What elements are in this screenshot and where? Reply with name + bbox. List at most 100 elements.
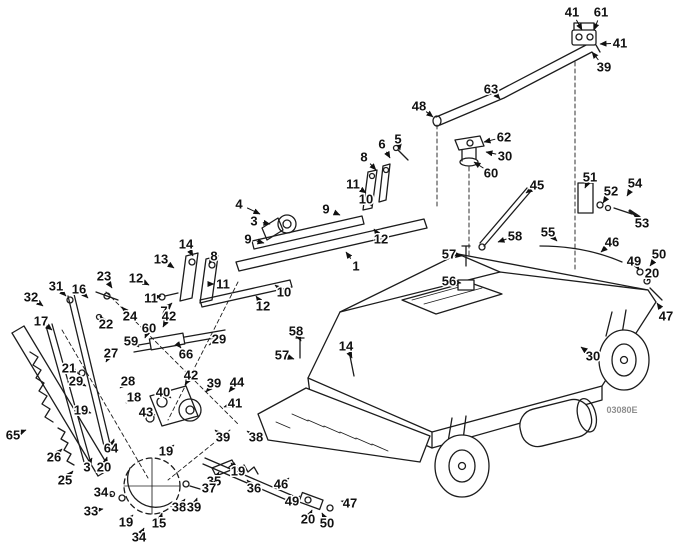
callout-55: 55: [541, 225, 555, 240]
callout-leader-8: [369, 163, 377, 171]
callout-leader-51: [584, 180, 591, 189]
callout-57: 57: [442, 247, 456, 262]
callout-19: 19: [231, 464, 245, 479]
right-hardware-shape: [539, 245, 663, 301]
callout-leader-9: [256, 238, 265, 245]
callout-12: 12: [256, 299, 270, 314]
callout-50: 50: [652, 247, 666, 262]
callout-8: 8: [210, 249, 217, 264]
callout-47: 47: [343, 496, 357, 511]
callout-leader-21: [71, 368, 80, 375]
callout-19: 19: [74, 403, 88, 418]
callout-17: 17: [34, 314, 48, 329]
callout-3: 3: [250, 214, 257, 229]
callout-leader-52: [602, 195, 610, 204]
callout-leader-56: [454, 278, 462, 285]
callout-52: 52: [604, 184, 618, 199]
callout-58: 58: [289, 324, 303, 339]
callout-63: 63: [484, 82, 498, 97]
callout-57: 57: [275, 348, 289, 363]
callout-leader-19: [167, 444, 175, 452]
callout-leader-60: [144, 330, 151, 339]
alignment-lines: [436, 61, 576, 281]
callout-48: 48: [412, 99, 426, 114]
callout-leader-17: [45, 323, 53, 331]
callout-42: 42: [162, 309, 176, 324]
callout-34: 34: [94, 485, 109, 500]
callout-leader-30: [485, 150, 497, 157]
callout-29: 29: [212, 332, 226, 347]
callout-39: 39: [207, 376, 221, 391]
callout-leader-19: [126, 514, 134, 522]
callout-46: 46: [605, 235, 619, 250]
callout-leader-22: [99, 315, 107, 323]
callout-leader-45: [525, 186, 534, 194]
callout-leader-24: [121, 306, 129, 314]
callout-leader-60: [473, 161, 484, 169]
callout-leader-57: [455, 252, 463, 258]
callout-11: 11: [216, 277, 230, 292]
callout-leader-33: [96, 507, 104, 514]
callout-7: 7: [160, 304, 167, 319]
bottom-rod-shape: [182, 457, 334, 512]
callout-13: 13: [154, 252, 168, 267]
callout-leader-65: [18, 429, 27, 436]
callout-60: 60: [142, 321, 156, 336]
callout-14: 14: [179, 237, 194, 252]
callout-leader-34: [138, 527, 145, 536]
callout-44: 44: [230, 375, 245, 390]
callout-leader-11: [358, 186, 367, 194]
callout-47: 47: [659, 309, 673, 324]
callout-58: 58: [508, 229, 522, 244]
callout-leader-44: [228, 385, 236, 393]
callout-41: 41: [228, 396, 242, 411]
callout-36: 36: [247, 481, 261, 496]
callout-leader-12: [255, 295, 263, 304]
callout-9: 9: [244, 232, 251, 247]
diagram-code: 03080E: [606, 405, 637, 415]
callout-leader-10: [274, 284, 282, 292]
callout-leader-39: [591, 51, 599, 61]
callout-leader-19: [230, 462, 238, 470]
callout-61: 61: [594, 5, 608, 20]
callout-leader-58: [295, 333, 302, 342]
callout-leader-26: [55, 448, 63, 456]
callout-16: 16: [72, 282, 86, 297]
callout-leader-27: [105, 354, 112, 363]
callout-leader-28: [119, 381, 127, 389]
callout-leader-12: [141, 279, 150, 286]
callout-leader-23: [105, 280, 113, 289]
callout-leader-12: [373, 228, 381, 237]
handle-top-bracket-shape: [571, 22, 601, 53]
callout-39: 39: [597, 60, 611, 75]
callout-leader-53: [633, 214, 641, 222]
callout-39: 39: [187, 500, 201, 515]
callout-1: 1: [352, 259, 359, 274]
callout-42: 42: [184, 368, 198, 383]
callout-38: 38: [172, 500, 186, 515]
callout-54: 54: [628, 176, 643, 191]
callout-20: 20: [301, 512, 315, 527]
sector-plate-shape: [108, 457, 181, 515]
callout-64: 64: [104, 441, 119, 456]
mid-clevis-shape: [454, 135, 485, 167]
callout-leader-50: [321, 512, 328, 521]
callout-21: 21: [62, 361, 76, 376]
callout-leader-47: [656, 302, 664, 311]
callout-leader-6: [384, 150, 391, 159]
callout-24: 24: [123, 309, 138, 324]
callout-leader-25: [66, 470, 74, 478]
callout-leader-57: [286, 354, 295, 360]
callout-45: 45: [530, 178, 544, 193]
callout-leader-32: [36, 299, 44, 307]
lift-rod-shape: [478, 187, 532, 251]
callout-20: 20: [97, 460, 111, 475]
callout-leader-66: [174, 341, 182, 349]
callout-leader-14: [346, 350, 353, 359]
callout-leader-54: [626, 188, 633, 197]
callout-leader-38: [178, 498, 186, 506]
callout-leader-49: [633, 262, 640, 271]
callout-leader-40: [164, 391, 172, 399]
